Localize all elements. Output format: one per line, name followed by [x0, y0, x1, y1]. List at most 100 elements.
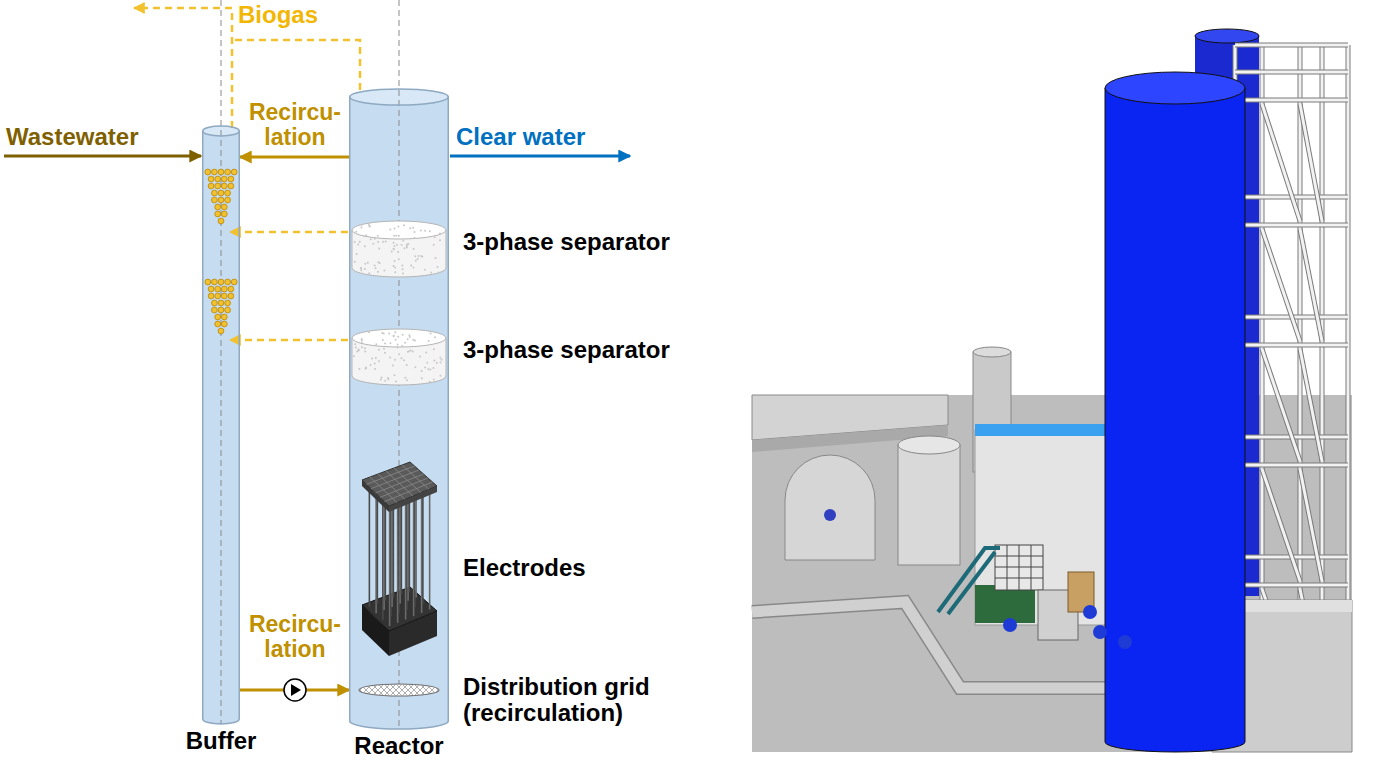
separator-disc	[420, 255, 422, 257]
scaffold-tower	[1300, 229, 1322, 341]
separator-disc	[428, 340, 430, 342]
separator-disc	[361, 342, 363, 344]
separator-disc	[408, 334, 410, 336]
separator-disc	[377, 241, 379, 243]
gas-bubbles	[215, 286, 221, 292]
separator-disc	[402, 272, 404, 274]
inflow-label: Wastewater	[6, 124, 139, 150]
separator-disc	[354, 241, 356, 243]
separator-disc	[363, 235, 365, 237]
separator-disc	[398, 258, 400, 260]
ibc-cage	[995, 545, 1043, 590]
electrode-stack	[376, 474, 424, 493]
separator-disc	[402, 334, 404, 336]
separator-disc	[368, 272, 370, 274]
separator-disc	[394, 260, 396, 262]
separator-disc	[360, 226, 362, 228]
separator-disc	[425, 352, 427, 354]
gas-bubbles	[225, 197, 231, 203]
gas-bubbles	[218, 300, 224, 306]
scaffold-tower	[1300, 349, 1322, 461]
electrode-stack	[385, 482, 433, 502]
separator-disc	[375, 357, 377, 359]
gas-label: Biogas	[238, 2, 318, 28]
separator-disc	[392, 365, 394, 367]
separator-disc	[377, 271, 379, 273]
scaffold-tower	[1235, 44, 1348, 47]
electrode-stack	[429, 485, 431, 610]
separator-disc	[380, 378, 382, 380]
gas-bubbles	[218, 169, 224, 175]
separator-disc	[426, 362, 428, 364]
scaffold-tower	[1300, 349, 1322, 461]
scaffold-tower	[1262, 349, 1300, 461]
scaffold-tower	[1235, 344, 1348, 347]
flow-label: Recircu- lation	[243, 612, 347, 663]
scaffold-tower	[1235, 584, 1348, 587]
separator-disc	[375, 343, 377, 345]
center-line	[221, 0, 222, 724]
electrode-stack	[402, 465, 429, 489]
flow-arrow	[4, 155, 201, 158]
scaffold-tower	[1300, 104, 1322, 221]
separator-disc	[403, 224, 405, 226]
pump-symbol	[284, 679, 306, 701]
separator-disc	[360, 267, 362, 269]
separator-disc	[357, 244, 359, 246]
plant-rendering	[1093, 625, 1107, 639]
gas-bubbles	[221, 204, 227, 210]
scaffold-tower	[1235, 224, 1348, 227]
gas-bubbles	[212, 169, 218, 175]
separator-disc	[420, 230, 422, 232]
separator-disc	[421, 370, 423, 372]
gas-bubbles	[225, 307, 231, 313]
separator-disc	[384, 343, 386, 345]
separator-disc	[372, 243, 374, 245]
separator-disc	[382, 241, 384, 243]
separator-disc	[374, 238, 376, 240]
part-label: 3-phase separator	[463, 229, 670, 255]
cylinder-outline	[203, 131, 240, 724]
plant-rendering	[1195, 29, 1259, 43]
separator-disc	[361, 346, 363, 348]
separator-disc	[412, 227, 414, 229]
separator-disc	[424, 269, 426, 271]
scaffold-tower	[1300, 469, 1322, 581]
gas-bubbles	[215, 183, 221, 189]
separator-disc	[374, 267, 376, 269]
separator-disc	[409, 227, 411, 229]
vessel-fill	[202, 89, 449, 729]
separator-disc	[360, 269, 362, 271]
scaffold-tower	[1262, 349, 1300, 461]
separator-disc	[383, 348, 385, 350]
separator-disc	[418, 255, 420, 257]
separator-disc	[436, 266, 438, 268]
separator-disc	[434, 336, 436, 338]
gas-bubbles	[221, 321, 227, 327]
cylinder-outline	[203, 126, 240, 136]
gas-bubbles	[218, 328, 224, 334]
separator-disc	[402, 240, 404, 242]
separator-disc	[382, 339, 384, 341]
separator-disc	[395, 339, 397, 341]
separator-disc	[393, 235, 395, 237]
separator-disc	[387, 377, 389, 379]
gas-bubbles	[221, 211, 227, 217]
gas-bubbles	[215, 293, 221, 299]
separator-disc	[370, 364, 372, 366]
separator-disc	[433, 348, 435, 350]
plant-rendering	[938, 548, 1000, 614]
separator-disc	[432, 367, 434, 369]
gas-bubbles	[215, 314, 221, 320]
separator-disc	[396, 346, 398, 348]
separator-disc	[394, 331, 396, 333]
gas-bubbles	[221, 314, 227, 320]
separator-disc	[365, 234, 367, 236]
gas-bubbles	[212, 197, 218, 203]
separator-disc	[389, 342, 391, 344]
separator-disc	[364, 245, 366, 247]
separator-disc	[413, 231, 415, 233]
separator-disc	[389, 356, 391, 358]
